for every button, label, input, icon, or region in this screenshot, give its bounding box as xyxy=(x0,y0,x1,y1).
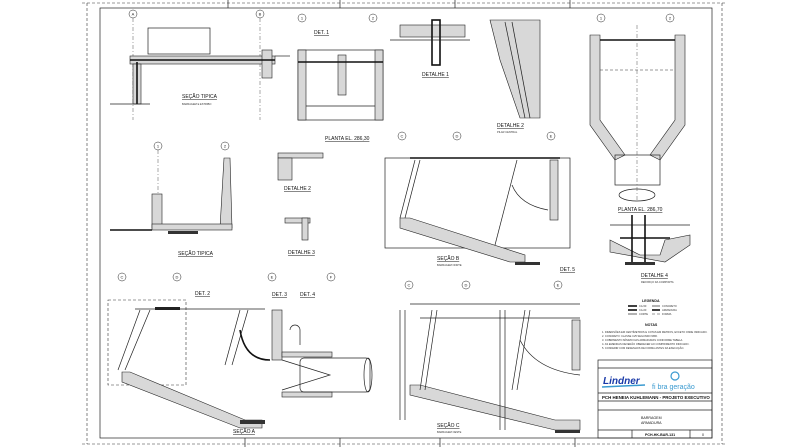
view-detalhe-4: DETALHE 4 REFORÇO DA COMPORTA xyxy=(609,215,691,284)
svg-text:1: 1 xyxy=(157,144,160,149)
svg-text:1: 1 xyxy=(600,16,603,21)
lindner-logo: Lindner xyxy=(603,376,641,387)
svg-text:1. DIMENSÕES EM CENTÍMETROS E: 1. DIMENSÕES EM CENTÍMETROS E COTAS EM M… xyxy=(602,329,708,334)
svg-text:DETALHE 2: DETALHE 2 xyxy=(284,186,311,192)
fibra-logo-icon xyxy=(670,371,680,381)
svg-text:PLANTA EL. 286,70: PLANTA EL. 286,70 xyxy=(618,207,663,213)
svg-text:C: C xyxy=(408,283,411,288)
notes: NOTAS 1. DIMENSÕES EM CENTÍMETROS E COTA… xyxy=(602,323,708,350)
svg-text:SEÇÃO C: SEÇÃO C xyxy=(437,422,460,429)
svg-text:2. CONCRETO: CLASSE C25 SEGUND: 2. CONCRETO: CLASSE C25 SEGUNDO NBR. xyxy=(602,334,658,338)
svg-text:DET. 2: DET. 2 xyxy=(195,291,210,297)
svg-text:CA-60: CA-60 xyxy=(639,308,647,312)
svg-text:DET. 1: DET. 1 xyxy=(314,30,329,36)
svg-text:4. AS EMENDAS DEVERÃO OBEDECER: 4. AS EMENDAS DEVERÃO OBEDECER AO COMPRI… xyxy=(602,341,690,346)
svg-text:F: F xyxy=(330,275,333,280)
svg-text:D: D xyxy=(176,275,179,280)
view-secao-c: C D E SEÇÃO C BARRAGEM OESTE xyxy=(399,280,581,434)
svg-text:2: 2 xyxy=(224,144,227,149)
svg-text:SEÇÃO B: SEÇÃO B xyxy=(437,255,460,262)
view-planta-286-70: 1 2 PLANTA EL. 286,70 xyxy=(589,13,686,213)
svg-text:ARMADURA: ARMADURA xyxy=(641,421,662,425)
svg-text:PLANTA EL. 286,30: PLANTA EL. 286,30 xyxy=(325,136,370,142)
svg-text:DETALHE 3: DETALHE 3 xyxy=(288,250,315,256)
svg-text:ARMADURA: ARMADURA xyxy=(662,308,677,312)
svg-text:C: C xyxy=(121,275,124,280)
svg-text:2: 2 xyxy=(669,16,672,21)
svg-text:DETALHE 4: DETALHE 4 xyxy=(641,273,668,279)
view-detalhe-2: DETALHE 2 xyxy=(277,152,324,192)
svg-text:CA-50: CA-50 xyxy=(639,304,647,308)
svg-text:BARRAGEM E ESTRIBO: BARRAGEM E ESTRIBO xyxy=(182,102,211,106)
legend: LEGENDA CA-50 CA-60 CORTE CONCRETO ARMAD… xyxy=(628,299,677,316)
view-planta-286-30: 1 2 DET. 1 PLANTA EL. 286,30 xyxy=(297,13,384,142)
view-detalhe-1: DETALHE 1 xyxy=(390,19,470,78)
svg-text:PILAR CENTRAL: PILAR CENTRAL xyxy=(497,130,518,134)
svg-text:SEÇÃO A: SEÇÃO A xyxy=(233,428,256,435)
svg-text:PCH HENEIA KUHLEMANN - PROJETO: PCH HENEIA KUHLEMANN - PROJETO EXECUTIVO xyxy=(602,395,710,400)
fibra-logo: fi bra geração xyxy=(652,384,695,391)
svg-text:DETALHE 1: DETALHE 1 xyxy=(422,72,449,78)
svg-text:A: A xyxy=(132,12,135,17)
svg-text:DET. 3: DET. 3 xyxy=(272,292,287,298)
svg-text:E: E xyxy=(271,275,274,280)
svg-text:0: 0 xyxy=(702,433,704,437)
svg-text:CONCRETO: CONCRETO xyxy=(662,304,677,308)
svg-text:DET. 4: DET. 4 xyxy=(300,292,315,298)
svg-text:D: D xyxy=(456,134,459,139)
svg-text:DETALHE 2: DETALHE 2 xyxy=(497,123,524,129)
view-secao-tipica-mid: 1 2 SEÇÃO TIPICA xyxy=(110,141,233,257)
svg-text:SEÇÃO TIPICA: SEÇÃO TIPICA xyxy=(182,93,218,100)
view-secao-a: C D E F DET. 2 DET. 3 DET. 4 SEÇÃO A xyxy=(107,272,373,435)
view-detalhe-2-top: DETALHE 2 PILAR CENTRAL xyxy=(489,19,541,134)
svg-text:PCH-HK-BAR-131: PCH-HK-BAR-131 xyxy=(645,433,675,437)
svg-text:BARRAGEM NORTE: BARRAGEM NORTE xyxy=(437,263,462,267)
svg-text:SEÇÃO TIPICA: SEÇÃO TIPICA xyxy=(178,250,214,257)
view-detalhe-3: DETALHE 3 xyxy=(284,217,315,256)
svg-text:E: E xyxy=(550,134,553,139)
svg-text:BARRAGEM OESTE: BARRAGEM OESTE xyxy=(437,430,462,434)
title-block: Lindner fi bra geração PCH HENEIA KUHLEM… xyxy=(597,359,713,439)
svg-text:LEGENDA: LEGENDA xyxy=(642,299,660,303)
svg-text:BARRAGEM: BARRAGEM xyxy=(641,416,662,420)
svg-text:5. CONFERIR COM DESENHOS DE FO: 5. CONFERIR COM DESENHOS DE FORMA ANTES … xyxy=(602,345,684,350)
svg-text:B: B xyxy=(259,12,262,17)
svg-text:1: 1 xyxy=(301,16,304,21)
view-secao-tipica-top: A B SEÇÃO TIPICA BARRAGEM E ESTRIBO xyxy=(110,9,290,120)
svg-text:NOTAS: NOTAS xyxy=(645,323,658,327)
svg-text:3. COBRIMENTO MÍNIMO DAS ARMAD: 3. COBRIMENTO MÍNIMO DAS ARMADURAS CONFO… xyxy=(602,338,683,342)
svg-text:E: E xyxy=(557,283,560,288)
svg-text:REFORÇO DA COMPORTA: REFORÇO DA COMPORTA xyxy=(641,280,674,284)
svg-text:2: 2 xyxy=(372,16,375,21)
svg-text:DET. 5: DET. 5 xyxy=(560,267,575,273)
svg-text:D: D xyxy=(465,283,468,288)
sheet-frame xyxy=(82,0,725,447)
svg-text:FORMA: FORMA xyxy=(662,312,672,316)
svg-text:CORTE: CORTE xyxy=(639,312,648,316)
svg-text:C: C xyxy=(401,134,404,139)
view-secao-b: C D E SEÇÃO B BARRAGEM NORTE DET. 5 xyxy=(384,131,575,273)
